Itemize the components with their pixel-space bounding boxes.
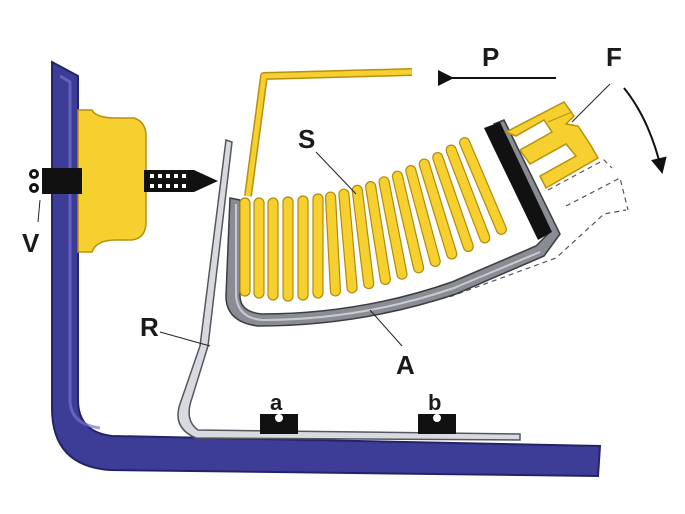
- label-r: R: [140, 312, 159, 342]
- label-a-armature: A: [396, 350, 415, 380]
- coil: [239, 137, 507, 302]
- label-contact-b: b: [428, 390, 441, 415]
- label-v: V: [22, 228, 40, 258]
- spring-strip: [177, 138, 521, 441]
- label-p: P: [482, 42, 499, 72]
- adjusting-screw: [29, 168, 218, 194]
- fork: [504, 101, 600, 190]
- yellow-clamp: [77, 109, 147, 253]
- base-frame: [51, 60, 602, 478]
- curved-arrow-icon: [623, 87, 667, 174]
- label-s: S: [298, 124, 315, 154]
- armature: [225, 119, 561, 327]
- contact-a: [260, 414, 298, 434]
- label-f: F: [606, 42, 622, 72]
- base-frame-highlight: [59, 74, 101, 430]
- label-contact-a: a: [270, 390, 283, 415]
- contact-b: [418, 414, 456, 434]
- leader-lines: [37, 83, 611, 347]
- end-plate: [484, 122, 552, 240]
